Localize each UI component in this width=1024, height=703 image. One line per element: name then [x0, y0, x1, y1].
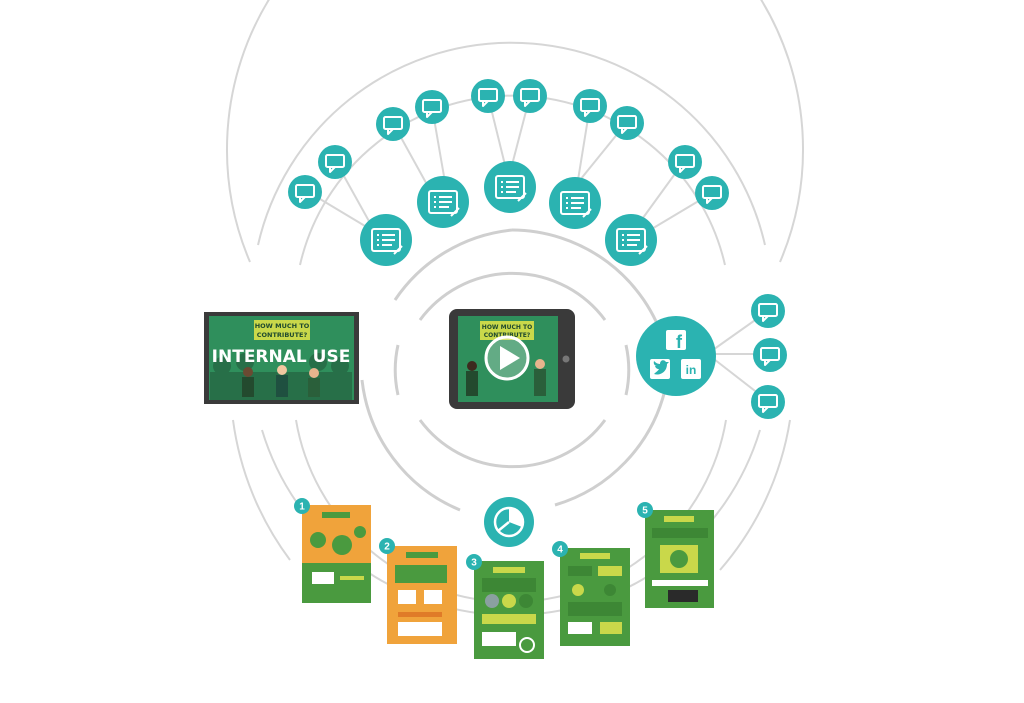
comment-bubble — [573, 89, 607, 123]
comment-bubble — [695, 176, 729, 210]
comment-bubble — [751, 385, 785, 419]
comment-bubble — [471, 79, 505, 113]
survey-form-node — [360, 214, 412, 266]
monitor-headline-line2: CONTRIBUTE? — [257, 331, 308, 339]
comment-bubble — [753, 338, 787, 372]
linkedin-icon[interactable]: in — [681, 359, 701, 379]
survey-form-node — [605, 214, 657, 266]
infographic-card-5[interactable] — [645, 510, 714, 608]
comment-bubble — [318, 145, 352, 179]
core-ring-lower — [420, 420, 605, 467]
infographic-card-1[interactable] — [302, 505, 371, 603]
facebook-icon[interactable]: f — [666, 330, 686, 352]
core-ring-left — [395, 345, 398, 395]
core-ring-right — [626, 345, 629, 395]
svg-text:2: 2 — [384, 542, 390, 553]
monitor-title: INTERNAL USE — [212, 347, 351, 367]
infographic-badge: 2 — [379, 538, 395, 554]
survey-form-node — [549, 177, 601, 229]
twitter-icon[interactable] — [650, 359, 670, 379]
svg-text:3: 3 — [471, 558, 477, 569]
tablet-headline-line1: HOW MUCH TO — [482, 324, 532, 331]
linkedin-glyph: in — [686, 363, 697, 377]
tablet-device: HOW MUCH TO CONTRIBUTE? — [449, 309, 575, 409]
infographic-card-2[interactable] — [387, 546, 457, 644]
second-ring — [258, 43, 765, 245]
comment-bubble — [288, 175, 322, 209]
tablet-home-button — [563, 356, 570, 363]
comment-bubble — [415, 90, 449, 124]
comment-bubble — [610, 106, 644, 140]
svg-text:4: 4 — [557, 545, 563, 556]
svg-text:5: 5 — [642, 506, 648, 517]
social-media-node: f in — [636, 316, 716, 396]
comment-bubble — [751, 294, 785, 328]
survey-form-node — [484, 161, 536, 213]
infographic-badge: 4 — [552, 541, 568, 557]
survey-form-node — [417, 176, 469, 228]
facebook-glyph: f — [676, 332, 683, 352]
infographic-badge: 5 — [637, 502, 653, 518]
infographic-card-4[interactable] — [560, 548, 630, 646]
monitor-headline-line1: HOW MUCH TO — [255, 322, 310, 330]
outer-ring-left-arc — [233, 420, 290, 560]
comment-bubble — [513, 79, 547, 113]
comment-bubble — [376, 107, 410, 141]
infographic-badge: 1 — [294, 498, 310, 514]
monitor-screen: HOW MUCH TO CONTRIBUTE? INTERNAL USE — [204, 312, 359, 404]
comment-bubble — [668, 145, 702, 179]
svg-text:1: 1 — [299, 502, 305, 513]
infographic-card-3[interactable] — [474, 561, 544, 659]
play-icon[interactable] — [486, 337, 528, 379]
infographic-badge: 3 — [466, 554, 482, 570]
survey-nodes — [360, 161, 657, 266]
analytics-pie-node — [484, 497, 534, 547]
